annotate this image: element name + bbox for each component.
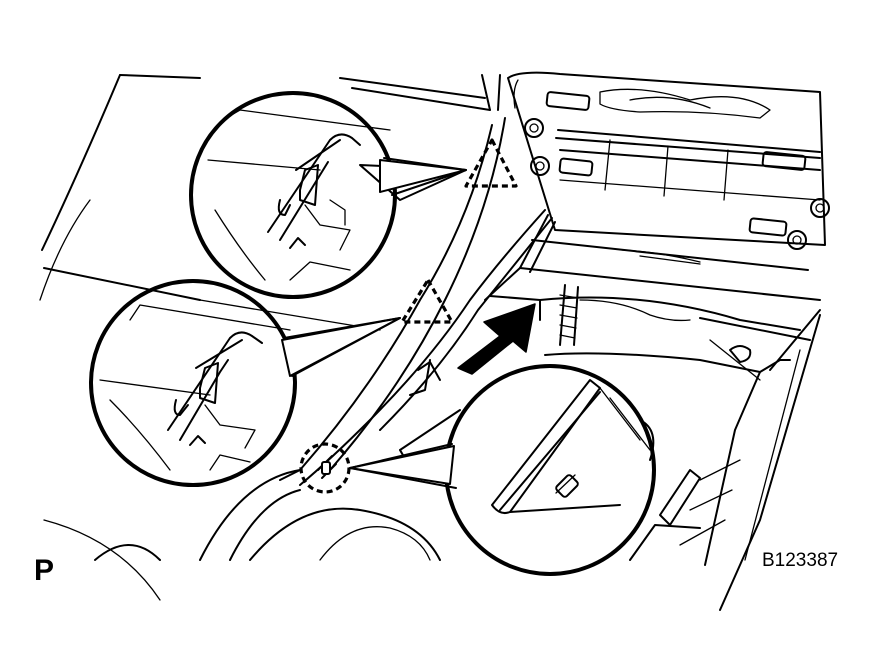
claw-marker-detail	[317, 455, 337, 479]
callout-claw	[349, 364, 656, 576]
push-direction-arrow-icon	[457, 303, 536, 375]
callout-lower-clip	[89, 279, 401, 487]
clip-marker-upper-triangle-icon	[464, 138, 518, 188]
clip-marker-lower-triangle-icon	[400, 278, 454, 324]
callout-upper-clip	[189, 91, 467, 299]
console-background	[39, 71, 830, 611]
figure-id-label: B123387	[762, 550, 838, 571]
view-letter-label: P	[34, 554, 54, 587]
